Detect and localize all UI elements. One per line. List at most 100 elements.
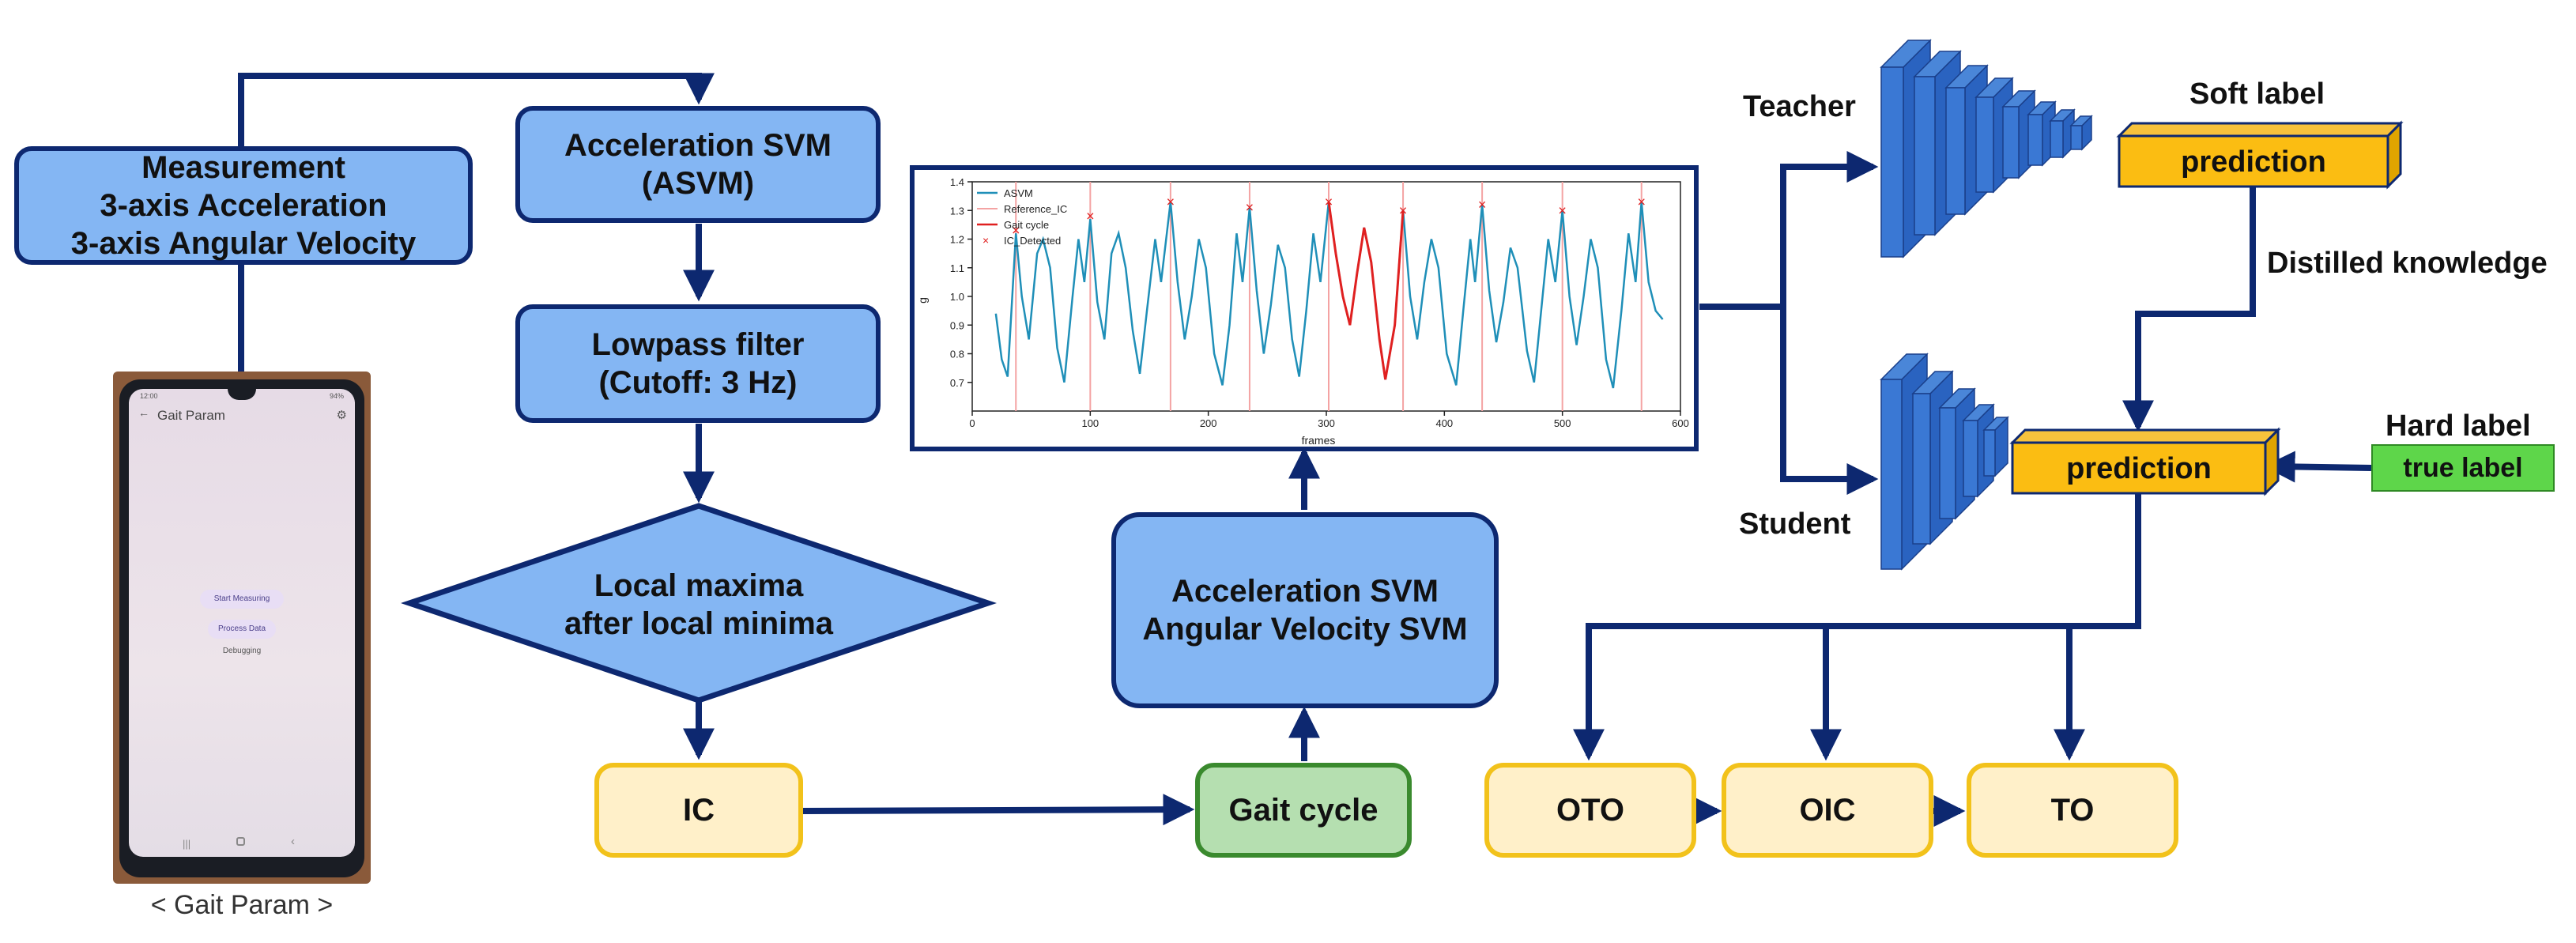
y-axis-label: g [916,297,929,304]
camera-notch [228,389,256,400]
measurement-line-3: 3-axis Angular Velocity [70,226,417,261]
x-axis-label: frames [1302,434,1336,447]
student-prediction-box: prediction [2009,427,2281,496]
asvm-series-line [994,202,1664,389]
svm-line-2: Angular Velocity SVM [1142,612,1468,647]
teacher-layer-7 [2070,125,2083,150]
nav-back-icon[interactable]: ‹ [291,835,295,848]
local-maxima-label: Local maxima after local minima [514,557,884,652]
arrow-prediction-to-outputs [1573,488,2141,761]
chart-legend: ASVM Reference_IC Gait cycle × IC_Detect… [977,187,1067,247]
teacher-network-graphic [1880,39,2093,258]
arrow-true-label [2263,451,2372,483]
y-tick-label-2: 0.9 [950,319,964,331]
asvm-line-2: (ASVM) [641,166,755,201]
ic-detected-marker-3: × [1246,200,1254,216]
oto-box: OTO [1484,763,1696,858]
chart-frame [910,165,1699,451]
to-box: TO [1967,763,2178,858]
ic-detected-marker-1: × [1086,209,1095,224]
y-tick-label-5: 1.2 [950,234,964,246]
ic-detected-marker-0: × [1012,223,1020,239]
settings-gear-icon[interactable]: ⚙ [336,409,347,422]
app-title: Gait Param [157,408,225,423]
status-battery: 94% [329,392,344,400]
svm-box: Acceleration SVM Angular Velocity SVM [1111,512,1499,708]
true-label-text: true label [2403,452,2523,483]
soft-prediction-box: prediction [2116,120,2404,190]
soft-prediction-label: prediction [2181,145,2326,179]
legend-ic-swatch: × [983,234,989,247]
hard-label-title: Hard label [2386,409,2531,443]
oic-label: OIC [1799,792,1856,828]
student-layer-0 [1880,379,1903,570]
measurement-line-2: 3-axis Acceleration [100,188,387,223]
status-time: 12:00 [140,392,158,400]
distilled-knowledge-label: Distilled knowledge [2267,247,2548,280]
ic-box: IC [594,763,803,858]
ic-label: IC [683,792,715,828]
local-line-1: Local maxima [594,568,804,603]
nav-home-icon[interactable] [236,837,245,846]
gait-cycle-box: Gait cycle [1195,763,1412,858]
y-tick-label-1: 0.8 [950,349,964,360]
phone-body: 12:00 94% ← Gait Param ⚙ Start Measuring… [119,379,364,877]
oic-box: OIC [1722,763,1933,858]
measurement-line-1: Measurement [141,150,345,185]
phone-screen: 12:00 94% ← Gait Param ⚙ Start Measuring… [129,389,355,857]
true-label-box: true label [2371,444,2555,492]
gait-cycle-label: Gait cycle [1228,792,1379,828]
teacher-layer-6 [2050,120,2064,158]
gait-cycle-series-line [1327,202,1405,380]
lowpass-line-2: (Cutoff: 3 Hz) [598,365,798,400]
arrow-chart-to-student [1780,307,1879,495]
y-tick-label-6: 1.3 [950,205,964,217]
legend-gait-cycle: Gait cycle [1004,219,1049,231]
student-label: Student [1739,507,1851,541]
nav-recent-icon[interactable]: ||| [183,838,191,850]
y-tick-label-3: 1.0 [950,291,964,303]
teacher-label: Teacher [1743,90,1856,123]
start-measuring-button[interactable]: Start Measuring [200,590,284,609]
student-prediction-label: prediction [2066,452,2212,485]
phone-caption: < Gait Param > [150,890,334,920]
svm-line-1: Acceleration SVM [1171,574,1439,609]
lowpass-line-1: Lowpass filter [591,327,805,362]
teacher-layer-5 [2027,114,2043,166]
student-layer-1 [1912,393,1931,545]
to-label: TO [2050,792,2095,828]
soft-label-title: Soft label [2189,77,2325,111]
x-tick-label-0: 0 [969,417,975,429]
debugging-text: Debugging [222,647,262,655]
y-tick-label-4: 1.1 [950,262,964,274]
ic-detected-marker-2: × [1167,194,1175,209]
student-layer-3 [1963,420,1978,497]
ic-detected-marker-8: × [1637,194,1646,209]
ic-detected-marker-5: × [1399,202,1408,218]
x-tick-label-4: 400 [1435,417,1453,429]
student-layer-2 [1939,407,1956,519]
x-tick-label-2: 200 [1200,417,1217,429]
oto-label: OTO [1556,792,1624,828]
y-tick-label-0: 0.7 [950,377,964,389]
teacher-layer-4 [2002,106,2020,179]
arrow-distilled-knowledge [2122,184,2256,432]
legend-ic-detected: IC_Detected [1004,235,1061,247]
y-tick-label-7: 1.4 [950,176,964,188]
arrow-ic-to-gait [802,794,1195,826]
local-maxima-diamond [401,503,997,703]
student-layer-4 [1983,429,1996,477]
ic-detected-marker-7: × [1558,202,1567,218]
back-arrow-icon[interactable]: ← [138,406,149,419]
process-data-button[interactable]: Process Data [208,620,276,639]
x-tick-label-3: 300 [1318,417,1335,429]
lowpass-box: Lowpass filter (Cutoff: 3 Hz) [515,304,881,423]
legend-asvm: ASVM [1004,187,1033,199]
arrow-measurement-to-asvm [238,73,715,146]
asvm-box: Acceleration SVM (ASVM) [515,106,881,223]
teacher-layer-2 [1945,87,1966,215]
x-tick-label-5: 500 [1554,417,1571,429]
x-tick-label-1: 100 [1081,417,1099,429]
